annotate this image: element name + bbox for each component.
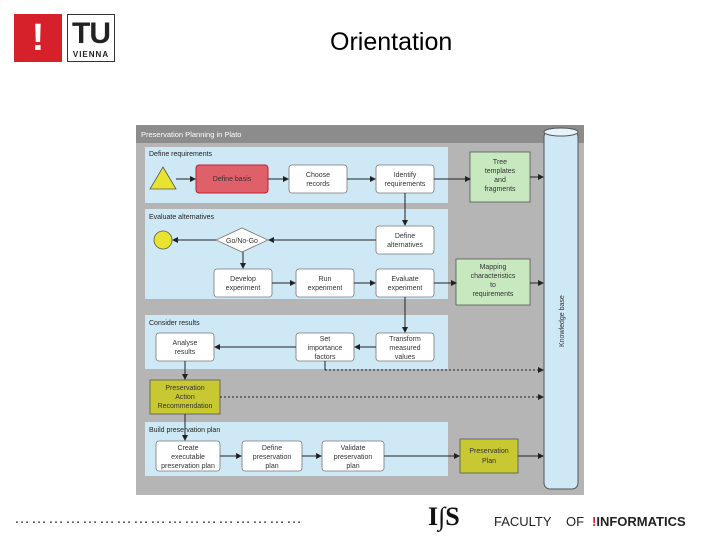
node-run-experiment [295, 268, 355, 298]
university-logo-mark: ! [14, 14, 62, 62]
node-create-plan-l1: Create [177, 445, 198, 452]
node-analyse-results-l2: results [175, 349, 196, 356]
node-set-importance-l3: factors [314, 354, 336, 361]
node-tree-templates-l1: Tree [493, 159, 507, 166]
node-go-nogo-label: Go/No-Go [226, 238, 258, 245]
page-title: Orientation [330, 28, 453, 56]
tu-logo-text: TU [72, 17, 111, 50]
node-mapping-l4: requirements [473, 291, 514, 298]
node-validate-plan-l1: Validate [341, 445, 366, 452]
start-triangle [149, 166, 177, 190]
tu-vienna-logo: TU VIENNA [67, 14, 115, 62]
footer-informatics-text: !INFORMATICS [592, 514, 686, 529]
informatics-label: INFORMATICS [596, 514, 686, 529]
workflow-diagram: Preservation Planning in Plato Knowledge… [136, 125, 584, 495]
workflow-diagram-svg: Preservation Planning in Plato Knowledge… [136, 125, 584, 490]
node-validate-plan-l2: preservation [334, 454, 373, 461]
node-run-experiment-l2: experiment [308, 285, 343, 292]
node-run-experiment-l1: Run [319, 276, 332, 283]
node-define-alternatives-l2: alternatives [387, 242, 423, 249]
node-mapping-l2: characteristics [471, 273, 516, 280]
diagram-title: Preservation Planning in Plato [141, 130, 241, 139]
node-recommendation-l3: Recommendation [158, 403, 213, 410]
end-circle [153, 230, 173, 250]
footer-faculty-text: FACULTY [494, 514, 552, 529]
node-preservation-plan-l1: Preservation [469, 448, 508, 455]
node-create-plan-l2: executable [171, 454, 205, 461]
node-mapping-l3: to [490, 282, 496, 289]
flow-arrows [172, 176, 460, 459]
knowledge-base: Knowledge base [543, 127, 579, 490]
node-tree-templates-l3: and [494, 177, 506, 184]
node-develop-experiment-l1: Develop [230, 276, 256, 283]
section-consider-results-label: Consider results [149, 320, 200, 327]
node-define-plan-l2: preservation [253, 454, 292, 461]
node-develop-experiment-l2: experiment [226, 285, 261, 292]
node-recommendation-l2: Action [175, 394, 195, 401]
informatics-mark: ! [592, 514, 597, 529]
node-evaluate-experiment [375, 268, 435, 298]
footer-dotted-line: …………………………………………… [14, 510, 303, 527]
node-recommendation-l1: Preservation [165, 385, 204, 392]
node-evaluate-experiment-l2: experiment [388, 285, 423, 292]
node-analyse-results-l1: Analyse [173, 340, 198, 347]
footer-of-text: OF [566, 514, 585, 529]
knowledge-base-links [220, 174, 544, 459]
node-identify-requirements-l2: requirements [385, 181, 426, 188]
node-define-plan-l1: Define [262, 445, 282, 452]
node-identify-requirements-l1: Identify [394, 172, 417, 179]
node-create-plan-l3: preservation plan [161, 463, 215, 470]
node-define-plan-l3: plan [265, 463, 278, 470]
node-preservation-plan [459, 438, 519, 474]
node-define-alternatives [375, 225, 435, 255]
node-transform-values-l2: measured [389, 345, 420, 352]
node-choose-records [288, 164, 348, 194]
tu-logo-subtext: VIENNA [72, 50, 110, 59]
node-validate-plan-l3: plan [346, 463, 359, 470]
node-set-importance-l1: Set [320, 336, 331, 343]
node-develop-experiment [213, 268, 273, 298]
node-evaluate-experiment-l1: Evaluate [391, 276, 418, 283]
node-tree-templates-l2: templates [485, 168, 516, 175]
node-transform-values-l1: Transform [389, 336, 421, 343]
node-mapping-l1: Mapping [480, 264, 507, 271]
node-preservation-plan-l2: Plan [482, 458, 496, 465]
node-mapping [455, 258, 531, 306]
section-define-requirements-label: Define requirements [149, 151, 213, 158]
node-choose-records-l1: Choose [306, 172, 330, 179]
node-set-importance-l2: importance [308, 345, 343, 352]
ifs-logo: I∫S [428, 502, 460, 531]
node-define-alternatives-l1: Define [395, 233, 415, 240]
node-tree-templates-l4: fragments [484, 186, 516, 193]
diagram-title-bar [136, 125, 584, 143]
node-choose-records-l2: records [306, 181, 330, 188]
knowledge-base-label: Knowledge base [559, 295, 566, 347]
node-define-basis-label: Define basis [213, 176, 252, 183]
node-transform-values-l3: values [395, 354, 416, 361]
node-identify-requirements [375, 164, 435, 194]
node-analyse-results [155, 332, 215, 362]
node-tree-templates [469, 151, 531, 203]
node-go-nogo [215, 227, 269, 253]
section-evaluate-alternatives-label: Evaluate alternatives [149, 214, 214, 221]
node-recommendation [149, 379, 221, 415]
